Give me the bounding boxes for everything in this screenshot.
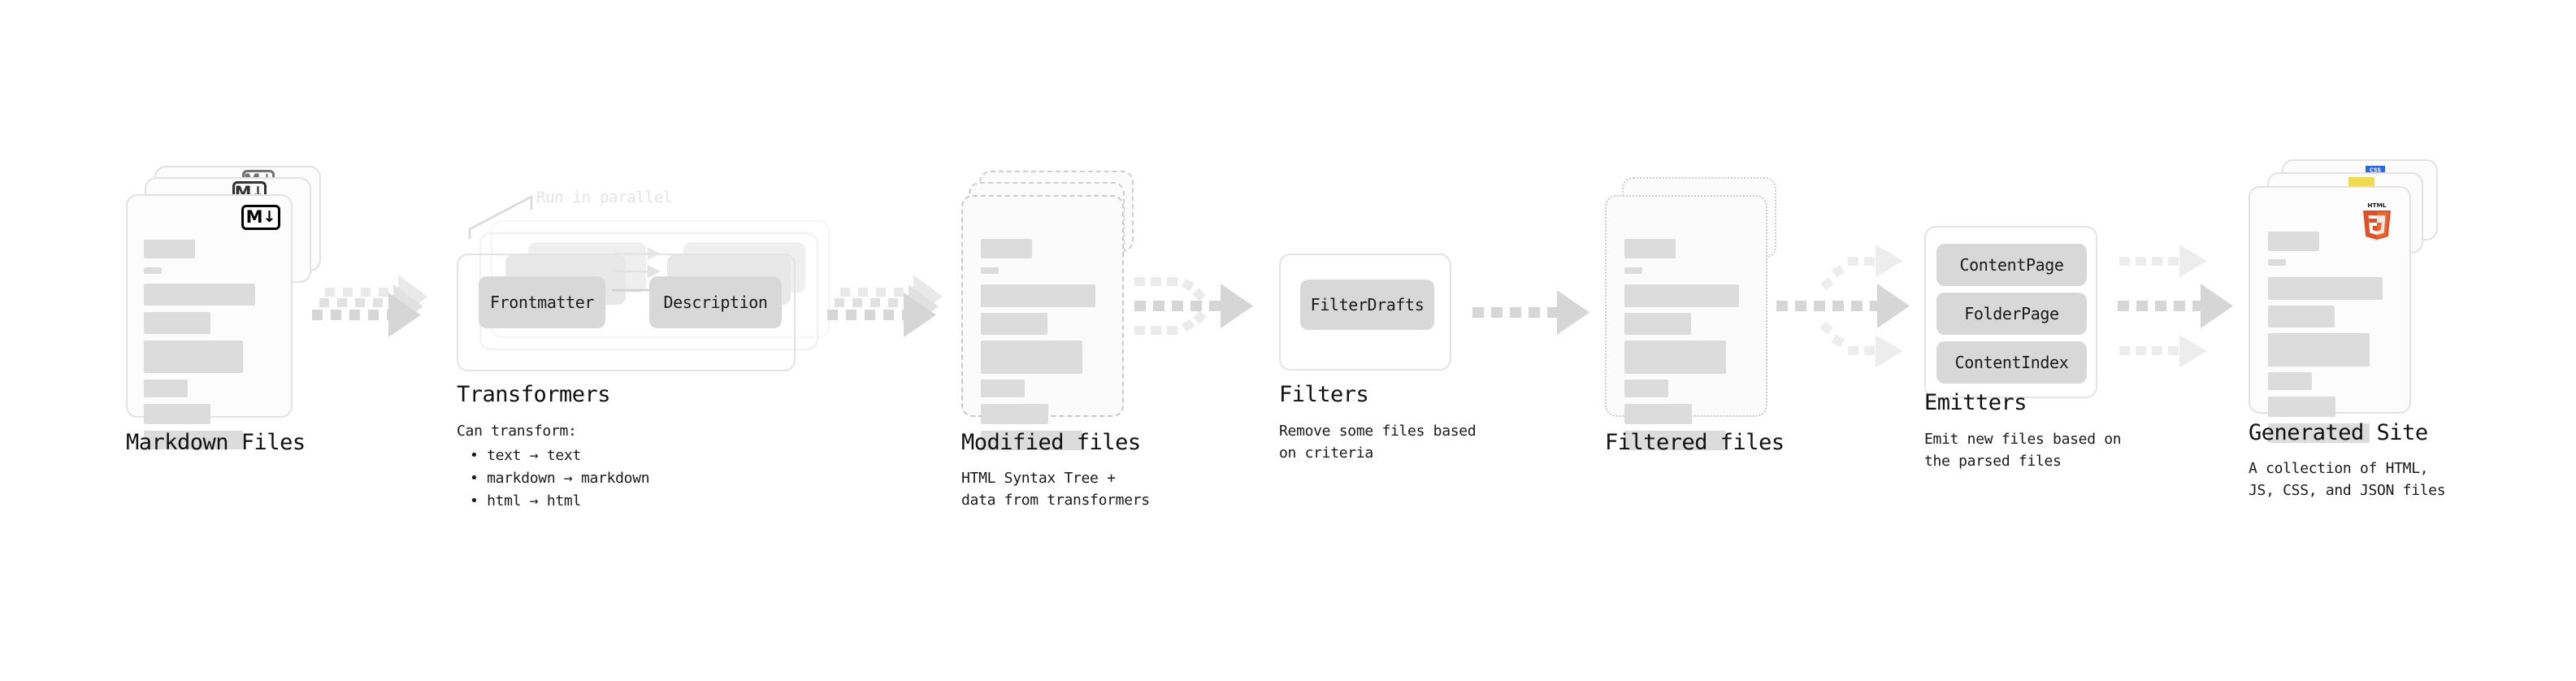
content-bar [144,312,210,334]
content-bar [2268,333,2370,367]
filtered-card-front [1605,195,1767,450]
content-bar [1624,267,1642,274]
emitter-pill-folderpage[interactable]: FolderPage [1936,293,2087,335]
emitters-subtitle: Emit new files based on the parsed files [1924,431,2122,470]
markdown-card-front: M↓ [126,194,293,449]
stage-title-markdown-files: Markdown Files [126,430,306,455]
arrow-transformers-to-modified [827,275,943,337]
transformer-pill-description[interactable]: Description [649,276,782,328]
content-bar [2268,372,2312,390]
content-bar [981,380,1025,397]
content-bar [2268,277,2383,300]
content-bar [981,340,1082,374]
site-card-front: HTML [2249,186,2411,443]
markdown-badge-front: M↓ [241,205,280,230]
content-bar [2268,306,2335,327]
content-bar [2268,259,2286,266]
markdown-badge-arrow: ↓ [262,208,276,226]
stage-title-filters: Filters [1279,382,1369,407]
content-bar [1624,313,1691,335]
filters-box: FilterDrafts [1279,254,1451,371]
stage-title-transformers: Transformers [457,382,611,407]
emitters-box: ContentPage FolderPage ContentIndex [1924,226,2097,398]
html5-badge-icon: HTML [2363,202,2391,240]
content-bar [1624,284,1739,307]
emitter-pill-contentindex[interactable]: ContentIndex [1936,341,2087,384]
content-bar [981,313,1047,335]
content-bar [1624,239,1676,258]
filter-pill-filterdrafts[interactable]: FilterDrafts [1300,280,1434,330]
run-in-parallel-label: Run in parallel [536,189,673,206]
transformers-bullet-1: • markdown → markdown [470,470,650,487]
html5-badge-wordmark: HTML [2367,202,2387,209]
content-bar [1624,404,1692,424]
arrow-md-to-transformers [312,275,427,337]
filters-subtitle: Remove some files based on criteria [1279,423,1477,462]
content-bar [1624,340,1726,374]
arrow-filters-to-filtered [1472,290,1589,335]
arrow-emitters-to-site [2118,245,2233,367]
emitter-pill-contentpage[interactable]: ContentPage [1936,244,2087,286]
css-badge-text: CSS [2370,167,2381,174]
content-bar [1624,431,1726,450]
transformers-bullet-2: • html → html [470,492,581,510]
content-bar [981,404,1048,424]
content-bar [981,431,1082,450]
modified-files-subtitle: HTML Syntax Tree + data from transformer… [961,470,1150,509]
content-bar [981,239,1032,258]
stage-title-generated-site: Generated Site [2249,420,2428,445]
modified-card-front [961,195,1124,450]
content-bar [144,240,195,258]
transformers-bullet-0: • text → text [470,447,581,464]
transformer-box-front [457,254,796,371]
transformers-subtitle: Can transform: [457,423,577,440]
content-bar [144,284,255,306]
content-bar [2268,423,2370,443]
content-bar [981,284,1095,307]
arrow-modified-to-filters [1134,277,1253,335]
stage-title-filtered-files: Filtered files [1605,430,1785,455]
content-bar [981,267,999,274]
content-bar [2268,397,2335,417]
content-bar [144,431,243,449]
stage-title-modified-files: Modified files [961,430,1141,455]
generated-site-subtitle: A collection of HTML, JS, CSS, and JSON … [2249,460,2446,499]
content-bar [144,404,210,424]
markdown-badge-letter: M [245,207,263,227]
run-in-parallel-bracket [468,194,533,239]
content-bar [144,267,162,274]
content-bar [1624,380,1668,397]
arrow-filtered-to-emitters [1776,245,1910,367]
content-bar [144,340,243,373]
content-bar [2268,232,2319,251]
transformer-pill-frontmatter[interactable]: Frontmatter [479,276,605,328]
content-bar [144,380,188,397]
stage-title-emitters: Emitters [1924,390,2027,415]
